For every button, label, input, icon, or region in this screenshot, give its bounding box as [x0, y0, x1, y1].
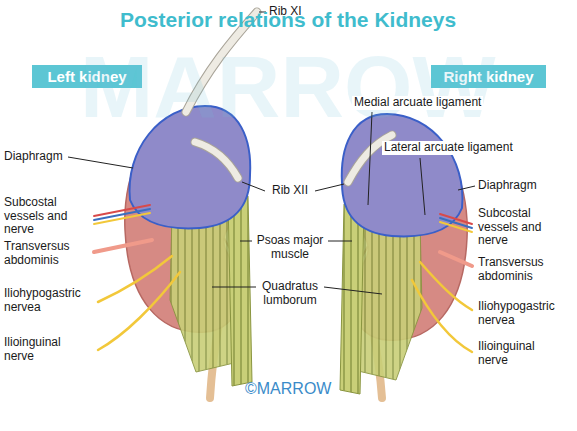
rib-label: Rib XI [269, 5, 302, 19]
part-label: Ilioinguinal nerve [4, 336, 82, 363]
part-label: Transversus abdominis [478, 256, 558, 283]
part-label: Diaphragm [4, 150, 63, 164]
leader-line [458, 186, 475, 190]
transversus-abdominis [440, 252, 472, 266]
part-label: Transversus abdominis [4, 240, 84, 267]
copyright-mark: ©MARROW [245, 380, 331, 398]
transversus-abdominis [94, 240, 152, 252]
right-nerves [412, 214, 472, 352]
part-label: Medial arcuate ligament [352, 96, 483, 110]
psoas-major [228, 196, 252, 386]
leader-line [240, 241, 252, 242]
leader-line [324, 287, 382, 294]
part-label: Subcostal vessels and nerve [478, 207, 550, 248]
leader-line [328, 241, 352, 242]
part-label: Lateral arcuate ligament [382, 141, 515, 155]
part-label: Ilioinguinal nerve [478, 340, 556, 367]
leader-line [212, 287, 256, 288]
quadratus-lumborum [354, 212, 422, 380]
part-label: Subcostal vessels and nerve [4, 196, 76, 237]
part-label: Diaphragm [478, 179, 537, 193]
leader-line [68, 157, 133, 168]
leader-line [242, 182, 265, 191]
leader-line [420, 158, 425, 215]
rib-label: Rib XII [272, 184, 308, 198]
leader-line [315, 184, 344, 191]
part-label: Quadratus lumborum [250, 280, 330, 307]
left-nerves [94, 205, 180, 350]
ilioinguinal-nerve [98, 272, 180, 350]
subcostal-nerve [440, 222, 472, 232]
watermark: MARROW [80, 36, 495, 137]
part-label: Iliohypogastric nervea [4, 287, 96, 314]
iliohypogastric-nerve [420, 262, 472, 310]
ilioinguinal-nerve [412, 280, 472, 352]
subcostal-nerve [94, 213, 150, 224]
rib-xii [195, 142, 238, 178]
quadratus-lumborum [170, 204, 238, 372]
part-label: Psoas major muscle [250, 234, 330, 261]
part-label: Iliohypogastric nervea [478, 300, 570, 327]
psoas-major [340, 204, 364, 394]
left-kidney-figure [125, 106, 252, 398]
rib-outline [195, 142, 238, 178]
